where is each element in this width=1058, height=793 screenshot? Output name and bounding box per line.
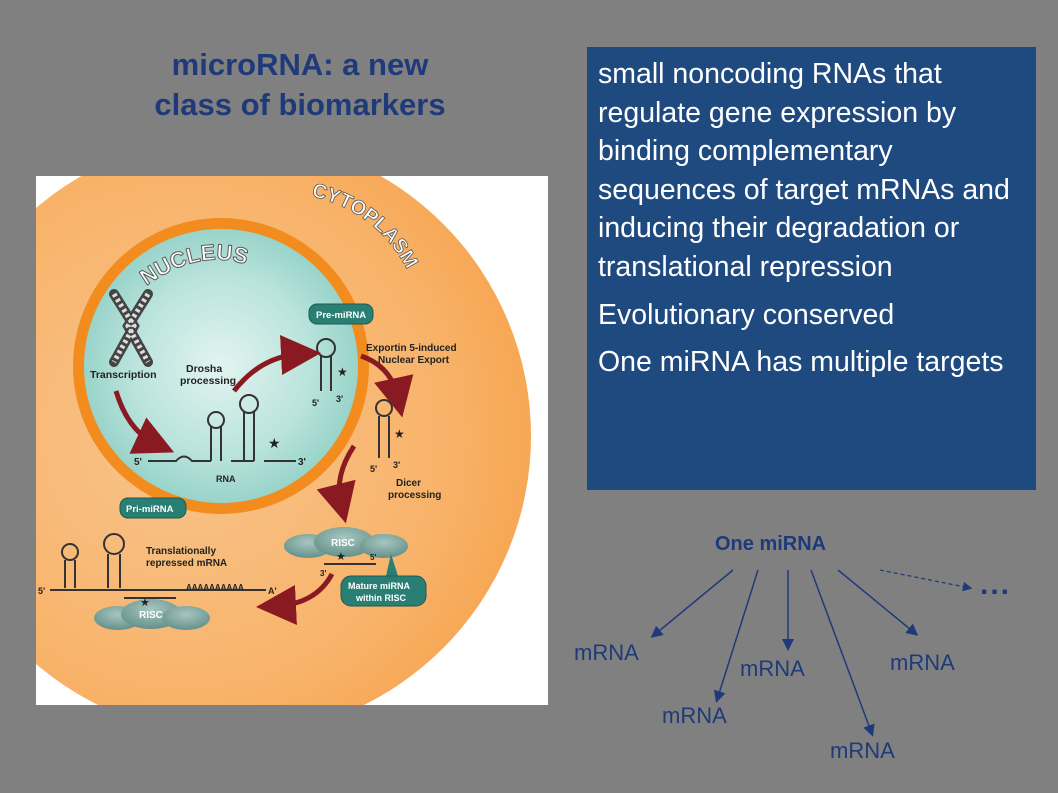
target-mrna-3: mRNA bbox=[740, 656, 805, 681]
risc-complex-upper: RISC ★ 3' 5' bbox=[284, 527, 408, 578]
target-mrna-4: mRNA bbox=[830, 738, 895, 763]
target-mrna-2: mRNA bbox=[662, 703, 727, 728]
drosha-arrow bbox=[232, 335, 321, 393]
exportin-label-2: Nuclear Export bbox=[378, 355, 450, 366]
svg-text:A': A' bbox=[268, 586, 277, 596]
title-line-1: microRNA: a new bbox=[171, 47, 429, 82]
mature-label-2: within RISC bbox=[355, 593, 406, 603]
translation-label-1: Translationally bbox=[146, 546, 216, 557]
svg-text:5': 5' bbox=[38, 586, 45, 596]
svg-text:★: ★ bbox=[336, 551, 346, 563]
transcription-arrow bbox=[113, 390, 175, 454]
risc-label-upper: RISC bbox=[331, 538, 355, 549]
pre-mirna-callout: Pre-miRNA bbox=[308, 303, 374, 325]
pri-mirna-strand: ★ bbox=[148, 394, 296, 462]
target-mrna-1: mRNA bbox=[574, 640, 639, 665]
export-arrow bbox=[360, 353, 414, 418]
risc-arrow bbox=[256, 572, 335, 625]
dicer-label-2: processing bbox=[388, 490, 441, 501]
target-mrna-5: mRNA bbox=[890, 650, 955, 675]
more-targets-ellipsis: ... bbox=[980, 568, 1012, 601]
pri-mirna-callout: Pri-miRNA bbox=[119, 497, 187, 519]
arrow-to-target-4 bbox=[810, 569, 875, 737]
svg-text:★: ★ bbox=[268, 435, 281, 451]
svg-text:5': 5' bbox=[370, 464, 377, 474]
conserved-text: Evolutionary conserved bbox=[598, 299, 895, 331]
svg-text:5': 5' bbox=[370, 553, 376, 562]
risc-label-lower: RISC bbox=[139, 610, 163, 621]
arrow-to-more-targets bbox=[879, 569, 973, 592]
arrow-to-target-2 bbox=[713, 569, 759, 703]
arrow-to-target-1 bbox=[650, 569, 734, 638]
dicer-arrow bbox=[316, 444, 357, 524]
biogenesis-diagram: NUCLEUS CYTOPLASM Transcription Drosha p… bbox=[36, 176, 531, 705]
svg-text:3': 3' bbox=[393, 460, 400, 470]
drosha-label-2: processing bbox=[180, 375, 236, 387]
rna-label: RNA bbox=[216, 474, 236, 484]
title-line-2: class of biomarkers bbox=[154, 87, 446, 122]
pri-five-prime: 5' bbox=[134, 457, 142, 468]
slide-title: microRNA: a new class of biomarkers bbox=[95, 45, 505, 125]
transcription-label: Transcription bbox=[90, 369, 157, 381]
svg-text:5': 5' bbox=[312, 398, 319, 408]
fanout-arrows bbox=[650, 569, 973, 737]
target-mrna: 5' AAAAAAAAAA A' bbox=[38, 533, 277, 596]
polya-tail: AAAAAAAAAA bbox=[186, 583, 244, 592]
pri-three-prime: 3' bbox=[298, 457, 306, 468]
chromosome-icon bbox=[109, 289, 153, 367]
mature-mirna-callout: Mature miRNA within RISC bbox=[340, 554, 427, 607]
svg-text:★: ★ bbox=[394, 427, 405, 441]
source-mirna-label: One miRNA bbox=[715, 533, 827, 555]
svg-text:3': 3' bbox=[336, 394, 343, 404]
svg-text:★: ★ bbox=[337, 365, 348, 379]
exportin-label-1: Exportin 5-induced bbox=[366, 343, 457, 354]
mature-label-1: Mature miRNA bbox=[348, 581, 411, 591]
svg-text:3': 3' bbox=[320, 569, 326, 578]
pre-mirna-label: Pre-miRNA bbox=[316, 310, 366, 321]
definition-text: small noncoding RNAs that regulate gene … bbox=[598, 58, 1010, 283]
mirna-biogenesis-figure: NUCLEUS CYTOPLASM Transcription Drosha p… bbox=[36, 176, 548, 705]
translation-label-2: repressed mRNA bbox=[146, 558, 227, 569]
mirna-target-fanout: One miRNA ... mRNA mRNA mRNA mRNA mRNA bbox=[560, 520, 1040, 790]
pri-mirna-label: Pri-miRNA bbox=[126, 504, 174, 515]
drosha-label-1: Drosha bbox=[186, 363, 222, 375]
dicer-label-1: Dicer bbox=[396, 478, 421, 489]
arrow-to-target-5 bbox=[837, 569, 919, 636]
definition-box: small noncoding RNAs that regulate gene … bbox=[587, 47, 1036, 490]
risc-complex-lower: RISC ★ bbox=[94, 597, 210, 630]
multiple-targets-text: One miRNA has multiple targets bbox=[598, 345, 1004, 378]
cytoplasmic-pre-mirna: ★ 5' 3' bbox=[370, 399, 405, 474]
svg-text:★: ★ bbox=[140, 597, 150, 609]
